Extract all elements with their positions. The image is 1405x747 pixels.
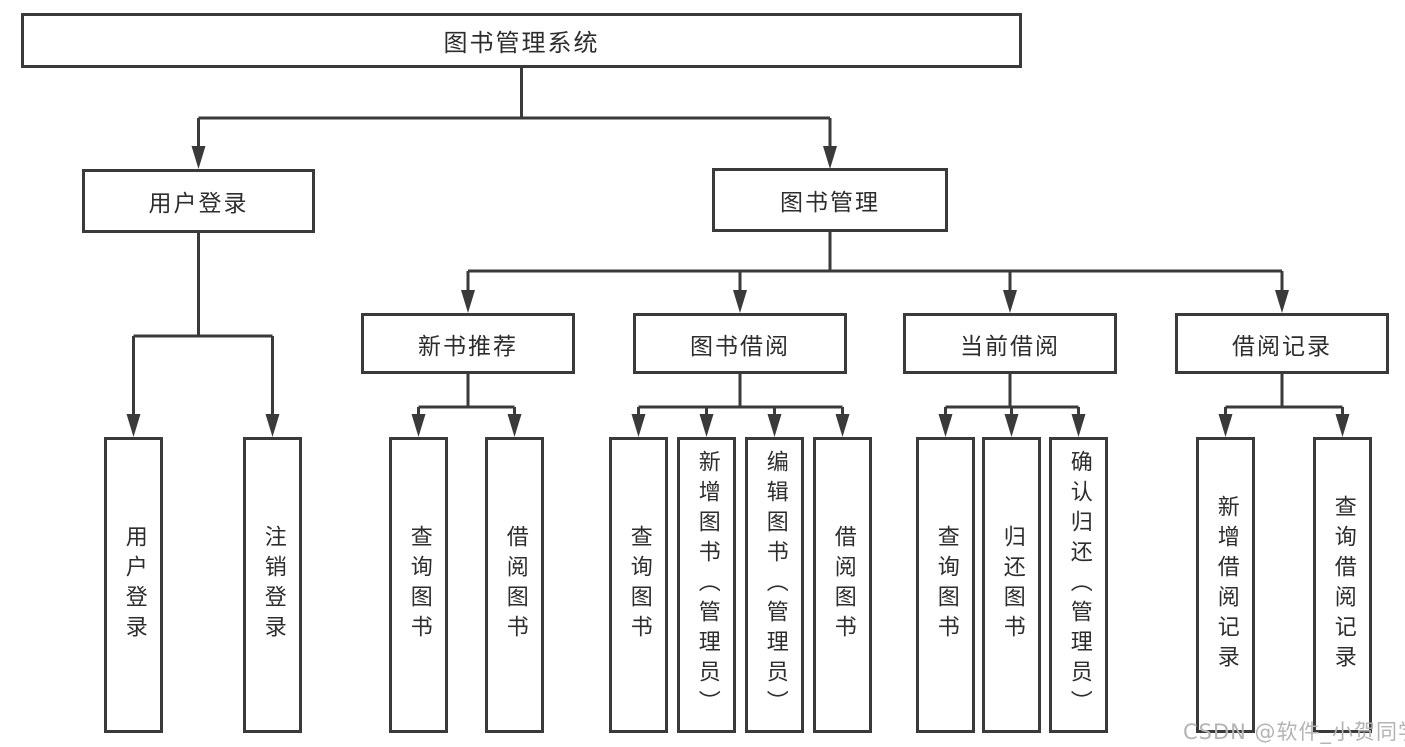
node-label: 新书推荐 [418, 333, 518, 360]
connector-root-to-level2 [197, 68, 832, 160]
leaf-borrow-books-2: 借阅图书 [813, 437, 872, 733]
node-user-login: 用户登录 [82, 169, 315, 233]
node-label: 用户登录 [121, 525, 147, 645]
connector-newbook-to-leaves [417, 374, 516, 428]
node-book-borrow: 图书借阅 [633, 313, 847, 374]
node-label: 新增借阅记录 [1213, 495, 1239, 675]
connector-records-to-leaves [1224, 374, 1344, 428]
leaf-add-books-admin: 新增图书（管理员） [677, 437, 736, 733]
node-label: 借阅图书 [830, 525, 856, 645]
arrowheads [126, 146, 1350, 437]
leaf-query-books-2: 查询图书 [609, 437, 668, 733]
leaf-edit-books-admin: 编辑图书（管理员） [745, 437, 804, 733]
connector-login-to-leaves [132, 233, 274, 428]
node-label: 注销登录 [260, 525, 286, 645]
leaf-query-books-1: 查询图书 [389, 437, 448, 733]
node-label: 图书借阅 [690, 333, 790, 360]
node-current-borrow: 当前借阅 [903, 313, 1117, 374]
node-label: 查询借阅记录 [1330, 495, 1356, 675]
node-label: 用户登录 [148, 191, 249, 217]
node-label: 查询图书 [626, 525, 652, 645]
node-label: 查询图书 [406, 525, 432, 645]
leaf-return-books: 归还图书 [982, 437, 1041, 733]
leaf-add-borrow-record: 新增借阅记录 [1196, 437, 1255, 733]
connector-bookmgmt-to-level3 [466, 232, 1284, 304]
leaf-user-login: 用户登录 [104, 437, 163, 733]
node-label: 新增图书（管理员） [694, 450, 720, 720]
node-label: 借阅图书 [502, 525, 528, 645]
csdn-watermark: CSDN @软件_小贺同学 [1183, 720, 1405, 744]
node-label: 编辑图书（管理员） [762, 450, 788, 720]
leaf-query-borrow-record: 查询借阅记录 [1313, 437, 1372, 733]
node-borrow-records: 借阅记录 [1175, 313, 1389, 374]
leaf-query-books-3: 查询图书 [916, 437, 975, 733]
node-library-management-system: 图书管理系统 [21, 13, 1022, 68]
node-new-book-recommend: 新书推荐 [361, 313, 575, 374]
connector-borrow-to-leaves [637, 374, 844, 428]
node-label: 查询图书 [933, 525, 959, 645]
leaf-confirm-return-admin: 确认归还（管理员） [1049, 437, 1108, 733]
leaf-logout: 注销登录 [243, 437, 302, 733]
node-label: 借阅记录 [1232, 333, 1332, 360]
node-label: 当前借阅 [960, 333, 1060, 360]
node-label: 图书管理系统 [443, 29, 600, 57]
node-label: 图书管理 [780, 190, 880, 216]
leaf-borrow-books-1: 借阅图书 [485, 437, 544, 733]
node-book-management: 图书管理 [712, 168, 948, 232]
node-label: 确认归还（管理员） [1066, 450, 1092, 720]
node-label: 归还图书 [999, 525, 1025, 645]
